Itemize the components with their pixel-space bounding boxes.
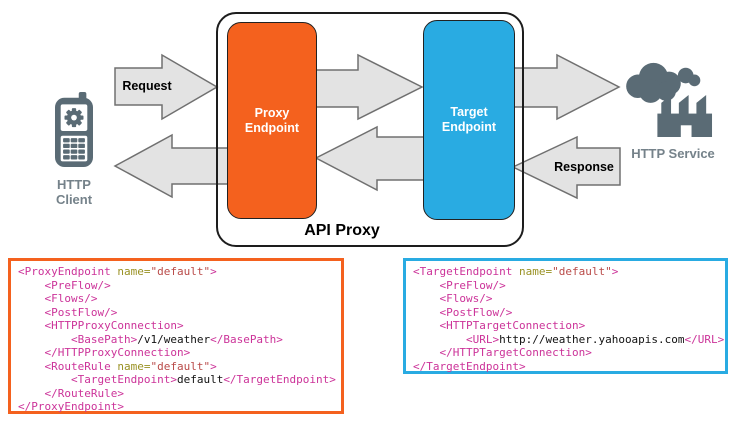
code-line: </ProxyEndpoint> — [18, 400, 124, 413]
target-to-proxy-arrow — [314, 125, 433, 192]
request-label: Request — [122, 79, 172, 93]
http-client: HTTP Client — [44, 92, 104, 207]
flow-diagram: Proxy Endpoint Target Endpoint API Proxy… — [44, 12, 723, 247]
code-line: <BasePath>/v1/weather</BasePath> — [70, 332, 283, 346]
factory-icon — [626, 62, 713, 137]
request-arrow — [114, 53, 219, 121]
proxy-endpoint-code-block: <ProxyEndpoint name="default"> <PreFlow/… — [8, 258, 344, 414]
response-label: Response — [554, 160, 614, 174]
code-line: <URL>http://weather.yahooapis.com</URL> — [465, 332, 725, 346]
arrows-layer — [113, 53, 621, 200]
proxy-endpoint-box[interactable]: Proxy Endpoint — [227, 22, 317, 219]
code-line: <PreFlow/> — [44, 278, 111, 292]
target-endpoint-box[interactable]: Target Endpoint — [423, 20, 515, 220]
code-line: </RouteRule> — [44, 386, 124, 400]
http-service: HTTP Service — [623, 57, 723, 161]
target-endpoint-label: Target Endpoint — [441, 105, 497, 134]
code-line: </HTTPTargetConnection> — [439, 346, 592, 359]
http-service-label: HTTP Service — [631, 146, 715, 161]
code-line: <PostFlow/> — [439, 305, 513, 319]
code-line: <HTTPProxyConnection> — [44, 319, 184, 332]
code-line: <TargetEndpoint name="default"> — [413, 265, 619, 278]
code-line: <ProxyEndpoint name="default"> — [18, 265, 217, 278]
api-proxy-container — [216, 12, 524, 247]
api-proxy-label: API Proxy — [304, 222, 380, 239]
response-arrow — [511, 135, 621, 200]
code-line: </HTTPProxyConnection> — [44, 346, 191, 359]
target-endpoint-code-block: <TargetEndpoint name="default"> <PreFlow… — [403, 258, 728, 374]
code-line: <PostFlow/> — [44, 305, 118, 319]
code-line: </TargetEndpoint> — [413, 359, 526, 373]
code-line: <PreFlow/> — [439, 278, 506, 292]
code-line: <HTTPTargetConnection> — [439, 319, 586, 332]
http-client-label: HTTP Client — [55, 177, 93, 207]
code-line: <TargetEndpoint>default</TargetEndpoint> — [70, 373, 336, 386]
proxy-endpoint-label: Proxy Endpoint — [244, 105, 300, 135]
code-line: <Flows/> — [439, 292, 493, 305]
mobile-phone-icon — [55, 92, 93, 168]
code-line: <Flows/> — [44, 292, 98, 305]
code-line: <RouteRule name="default"> — [44, 359, 217, 373]
